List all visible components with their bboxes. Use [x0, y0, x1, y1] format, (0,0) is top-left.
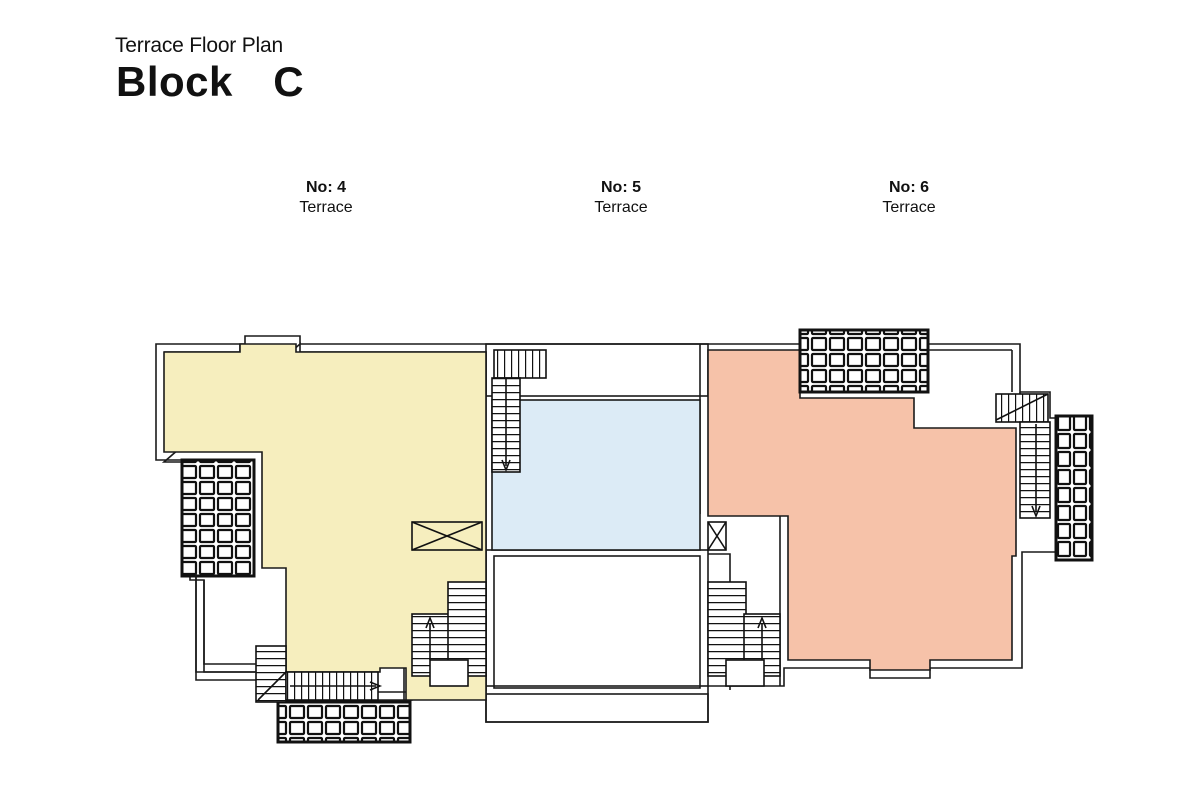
shaft-right: [707, 521, 727, 551]
central-bottom-frame: [485, 693, 709, 723]
shaft-left: [411, 521, 483, 551]
unit-5-type: Terrace: [594, 199, 648, 216]
planter-right: [1054, 414, 1094, 562]
unit-4-label: No: 4 Terrace: [226, 178, 426, 218]
stair-unit-5: [491, 349, 547, 473]
block-title: Block C: [116, 58, 305, 105]
central-lower-frame: [485, 549, 709, 687]
stair-core-right: [707, 581, 781, 687]
unit-5-terrace-area: [491, 399, 701, 551]
unit-6-type: Terrace: [882, 199, 936, 216]
plan-subtitle: Terrace Floor Plan: [115, 34, 283, 57]
planter-bottom-left: [276, 700, 412, 744]
lower-left-room-inner: [203, 580, 256, 665]
unit-6-terrace-area: [707, 349, 1017, 671]
central-lower-inner: [493, 555, 701, 689]
stair-unit-4: [255, 645, 383, 703]
right-outer-wall: [928, 349, 1013, 392]
unit-4-type: Terrace: [299, 199, 353, 216]
planter-left: [180, 458, 256, 578]
unit-5-number: No: 5: [601, 179, 641, 196]
unit-6-number: No: 6: [889, 179, 929, 196]
stair-unit-6: [995, 393, 1051, 519]
stair-core-left: [411, 581, 487, 687]
unit-4-number: No: 4: [306, 179, 346, 196]
unit-4-terrace-area: [163, 343, 487, 701]
planter-top-right: [798, 328, 930, 394]
unit-5-label: No: 5 Terrace: [521, 178, 721, 218]
lower-left-room: [195, 574, 256, 673]
unit-6-label: No: 6 Terrace: [809, 178, 1009, 218]
